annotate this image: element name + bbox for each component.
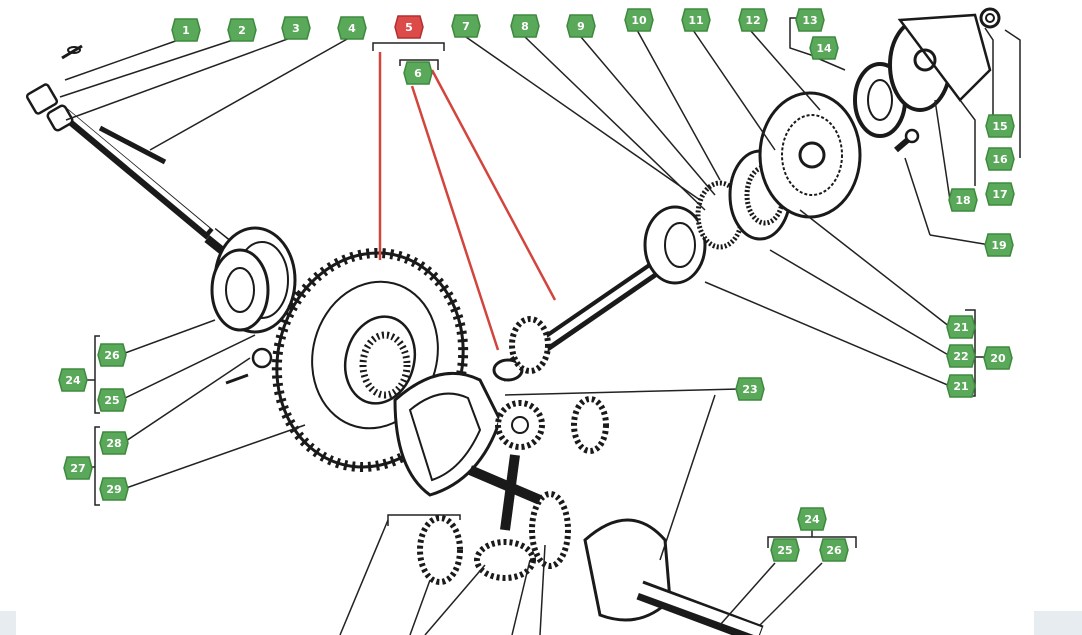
sun-gear-right (529, 491, 571, 569)
callout-26-right-label: 26 (826, 544, 842, 557)
callout-19[interactable]: 19 (984, 233, 1014, 257)
callout-11-label: 11 (688, 14, 703, 27)
bearing-housing (888, 13, 992, 112)
callout-28[interactable]: 28 (99, 431, 129, 455)
callout-4[interactable]: 4 (337, 16, 367, 40)
split-pin-left (61, 44, 83, 60)
callout-21-lower-label: 21 (953, 380, 968, 393)
bottom-right-panel-edge (1034, 611, 1082, 635)
callout-16-label: 16 (992, 153, 1008, 166)
callout-10[interactable]: 10 (624, 8, 654, 32)
callout-8[interactable]: 8 (510, 14, 540, 38)
pinion-flange (758, 91, 862, 219)
leader-lines (59, 17, 1021, 635)
callout-10-label: 10 (631, 14, 647, 27)
callout-25-right[interactable]: 25 (770, 538, 800, 562)
callout-4-label: 4 (348, 22, 356, 35)
callout-20[interactable]: 20 (983, 346, 1013, 370)
callout-5-label: 5 (405, 21, 413, 34)
callout-9[interactable]: 9 (566, 14, 596, 38)
callout-6[interactable]: 6 (403, 61, 433, 85)
callout-29-label: 29 (106, 483, 121, 496)
callout-5[interactable]: 5 (394, 15, 424, 39)
callout-9-label: 9 (577, 20, 585, 33)
woodruff-key (98, 125, 167, 165)
callout-15-label: 15 (992, 120, 1007, 133)
callout-13-label: 13 (802, 14, 817, 27)
callout-26-right[interactable]: 26 (819, 538, 849, 562)
callout-6-label: 6 (414, 67, 422, 80)
end-nut (979, 7, 1001, 29)
callout-27-label: 27 (70, 462, 85, 475)
callout-3[interactable]: 3 (281, 16, 311, 40)
thrust-washer (225, 347, 273, 385)
callout-25-left-label: 25 (104, 394, 119, 407)
callout-1[interactable]: 1 (171, 18, 201, 42)
pinion-bearing-front (643, 205, 707, 285)
callout-15[interactable]: 15 (985, 114, 1015, 138)
callout-7[interactable]: 7 (451, 14, 481, 38)
callout-2[interactable]: 2 (227, 18, 257, 42)
callout-26-left[interactable]: 26 (97, 343, 127, 367)
callout-21-lower[interactable]: 21 (946, 374, 976, 398)
right-cage-half (583, 518, 764, 635)
callout-25-left[interactable]: 25 (97, 388, 127, 412)
callout-28-label: 28 (106, 437, 121, 450)
sun-gear-left (417, 515, 463, 585)
callout-17-label: 17 (992, 188, 1007, 201)
callout-27[interactable]: 27 (63, 456, 93, 480)
bottom-left-panel-edge (0, 611, 16, 635)
planet-gear-top (495, 400, 545, 450)
left-bearing (210, 226, 297, 334)
planet-gear-right (571, 396, 609, 454)
callout-21-upper[interactable]: 21 (946, 315, 976, 339)
bracket-5-6 (372, 42, 445, 70)
callout-19-label: 19 (991, 239, 1006, 252)
castle-nut-left (25, 83, 74, 132)
callout-24-right[interactable]: 24 (797, 507, 827, 531)
callout-17[interactable]: 17 (985, 182, 1015, 206)
callout-26-left-label: 26 (104, 349, 120, 362)
callout-14-label: 14 (816, 42, 832, 55)
callout-11[interactable]: 11 (681, 8, 711, 32)
callout-23[interactable]: 23 (735, 377, 765, 401)
callout-14[interactable]: 14 (809, 36, 839, 60)
callout-25-right-label: 25 (777, 544, 792, 557)
callout-18[interactable]: 18 (948, 188, 978, 212)
callout-21-upper-label: 21 (953, 321, 968, 334)
callout-12-label: 12 (745, 14, 760, 27)
callout-13[interactable]: 13 (795, 8, 825, 32)
highlight-leader-lines (378, 52, 557, 351)
callout-2-label: 2 (238, 24, 246, 37)
callout-badges: 1 2 3 4 5 6 7 8 (58, 8, 1015, 562)
callout-29[interactable]: 29 (99, 477, 129, 501)
callout-22[interactable]: 22 (946, 344, 976, 368)
callout-7-label: 7 (462, 20, 470, 33)
callout-22-label: 22 (953, 350, 968, 363)
callout-24-left-label: 24 (65, 374, 81, 387)
callout-24-right-label: 24 (804, 513, 820, 526)
callout-12[interactable]: 12 (738, 8, 768, 32)
pinion-shaft (492, 258, 665, 382)
callout-8-label: 8 (521, 20, 529, 33)
callout-24-left[interactable]: 24 (58, 368, 88, 392)
cross-pin (468, 454, 542, 531)
flange-bolt (894, 128, 920, 153)
planet-gear-bottom (474, 539, 536, 581)
callout-23-label: 23 (742, 383, 757, 396)
callout-18-label: 18 (955, 194, 970, 207)
callout-20-label: 20 (990, 352, 1006, 365)
callout-1-label: 1 (182, 24, 190, 37)
callout-16[interactable]: 16 (985, 147, 1015, 171)
callout-3-label: 3 (292, 22, 300, 35)
parts-drawing (25, 7, 1001, 635)
